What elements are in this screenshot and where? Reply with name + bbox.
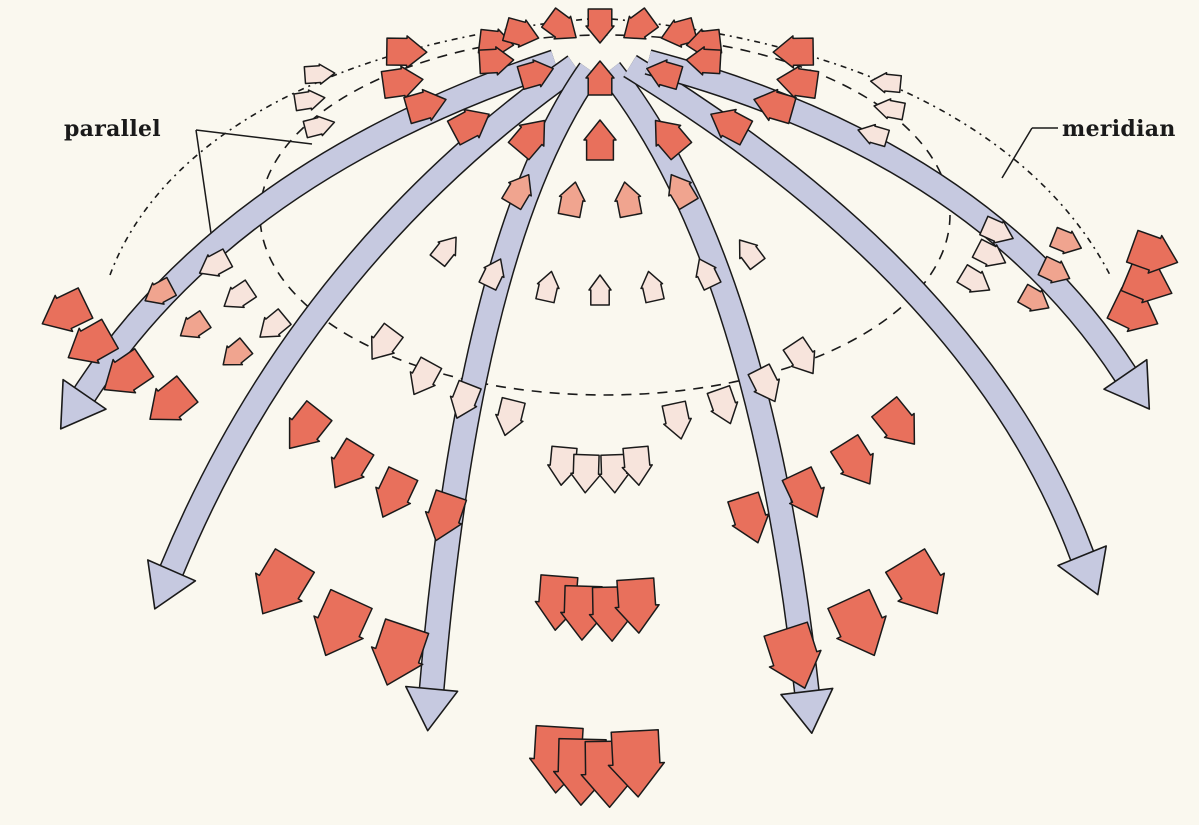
stress-arrow-icon [410,357,441,394]
stress-arrow-icon [42,288,93,332]
stress-arrow-icon [536,271,559,302]
stress-arrow-icon [641,271,664,302]
stress-arrow-icon [376,467,418,517]
stress-arrow-icon [290,401,332,449]
stress-arrow-icon [586,9,614,43]
stress-arrow-icon [828,590,886,656]
stress-arrow-icon [831,435,873,484]
stress-arrow-icon [615,182,642,217]
meridian-arrowhead [781,688,833,733]
stress-arrow-icon [542,8,576,39]
stress-arrow-icon [586,61,614,95]
stress-arrow-icon [314,590,372,656]
stress-arrow-icon [294,90,325,111]
stress-arrow-icon [728,492,769,543]
stress-arrow-icon [372,323,403,359]
stress-arrow-icon [303,116,334,138]
stress-arrow-icon [662,401,691,439]
stress-arrow-icon [571,454,601,492]
meridian-arrowhead [406,687,458,731]
stress-arrow-icon [589,275,611,305]
stress-arrow-icon [872,397,915,444]
stress-arrow-icon [304,64,335,84]
stress-arrow-icon [496,398,525,436]
stress-arrow-icon [1050,228,1082,254]
stress-arrow-icon [622,446,652,485]
stress-arrow-icon [740,240,765,270]
stress-arrow-icon [181,311,212,338]
stress-arrow-icon [150,376,198,420]
stress-arrow-icon [624,8,658,39]
parallel-label: parallel [64,116,161,142]
stress-arrow-icon [871,73,902,93]
stress-arrow-icon [584,120,616,160]
stress-arrow-icon [773,36,813,68]
stress-arrow-icon [256,549,315,614]
stress-arrow-icon [886,549,945,614]
stress-arrow-icon [874,99,905,120]
stress-arrow-icon [430,237,456,266]
stress-arrow-icon [223,338,253,365]
parallel-leader-2 [196,130,212,240]
stress-arrow-icon [707,386,737,424]
stress-arrow-icon [260,309,291,337]
stress-arrow-icon [558,182,585,217]
stress-arrow-icon [224,280,256,307]
stress-arrow-icon [332,438,374,487]
meridian-label: meridian [1062,116,1176,142]
stress-arrow-icon [957,265,990,292]
meridian-leader-2 [1002,128,1032,178]
parallel-leader-1 [196,130,312,144]
